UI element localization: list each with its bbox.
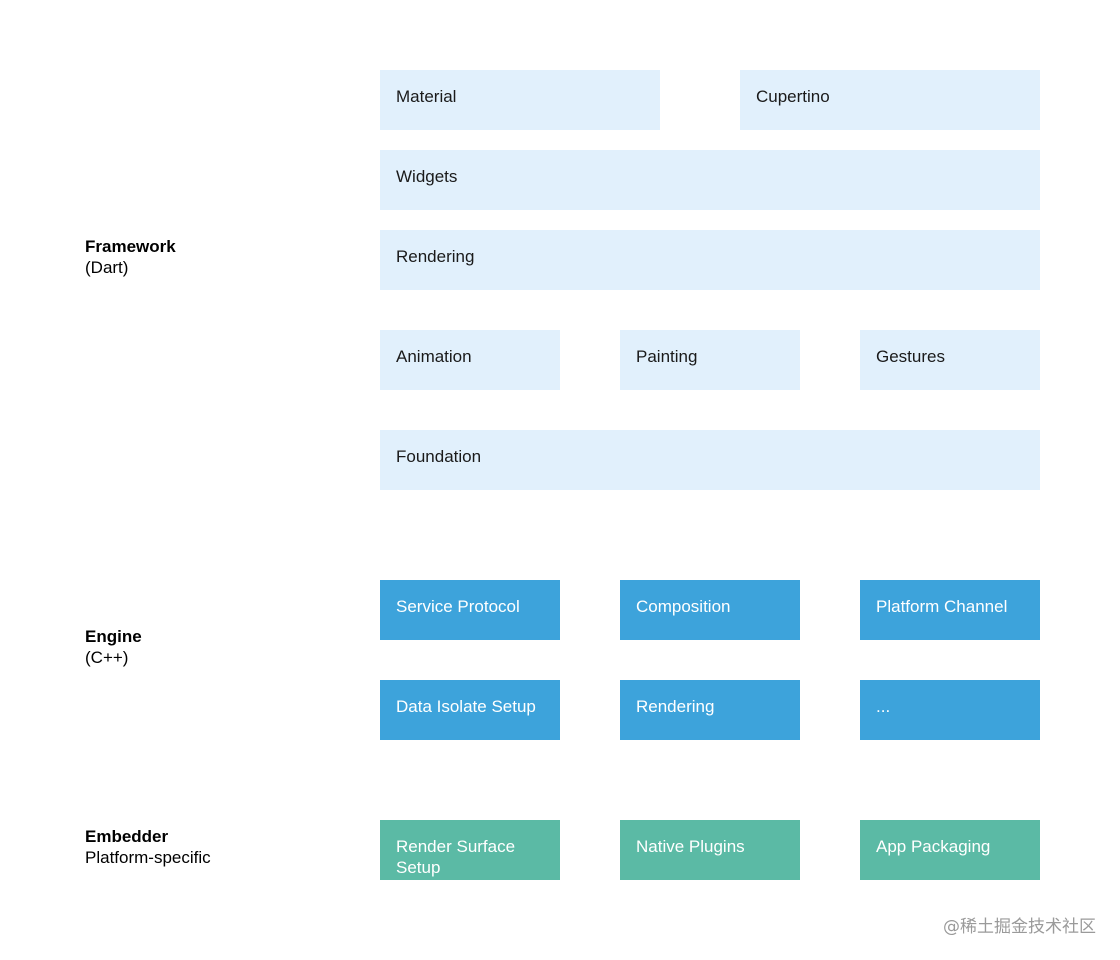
engine-layer-language: (C++) (85, 648, 129, 667)
block-painting: Painting (620, 330, 800, 390)
block-composition: Composition (620, 580, 800, 640)
block-material: Material (380, 70, 660, 130)
block-animation: Animation (380, 330, 560, 390)
block-data-isolate-setup: Data Isolate Setup (380, 680, 560, 740)
block-app-packaging: App Packaging (860, 820, 1040, 880)
framework-layer-name: Framework (85, 237, 176, 256)
watermark: @稀土掘金技术社区 (943, 917, 1096, 937)
engine-layer-label: Engine (C++) (85, 626, 142, 668)
block-engine-rendering: Rendering (620, 680, 800, 740)
block-platform-channel: Platform Channel (860, 580, 1040, 640)
block-gestures: Gestures (860, 330, 1040, 390)
block-native-plugins: Native Plugins (620, 820, 800, 880)
block-service-protocol: Service Protocol (380, 580, 560, 640)
block-widgets: Widgets (380, 150, 1040, 210)
embedder-layer-label: Embedder Platform-specific (85, 826, 211, 868)
block-framework-rendering: Rendering (380, 230, 1040, 290)
block-foundation: Foundation (380, 430, 1040, 490)
embedder-layer-name: Embedder (85, 827, 169, 846)
embedder-layer-platform: Platform-specific (85, 848, 211, 867)
engine-layer-name: Engine (85, 627, 142, 646)
block-cupertino: Cupertino (740, 70, 1040, 130)
framework-layer-language: (Dart) (85, 258, 129, 277)
framework-layer-label: Framework (Dart) (85, 236, 176, 278)
block-render-surface-setup: Render Surface Setup (380, 820, 560, 880)
block-engine-more: ... (860, 680, 1040, 740)
